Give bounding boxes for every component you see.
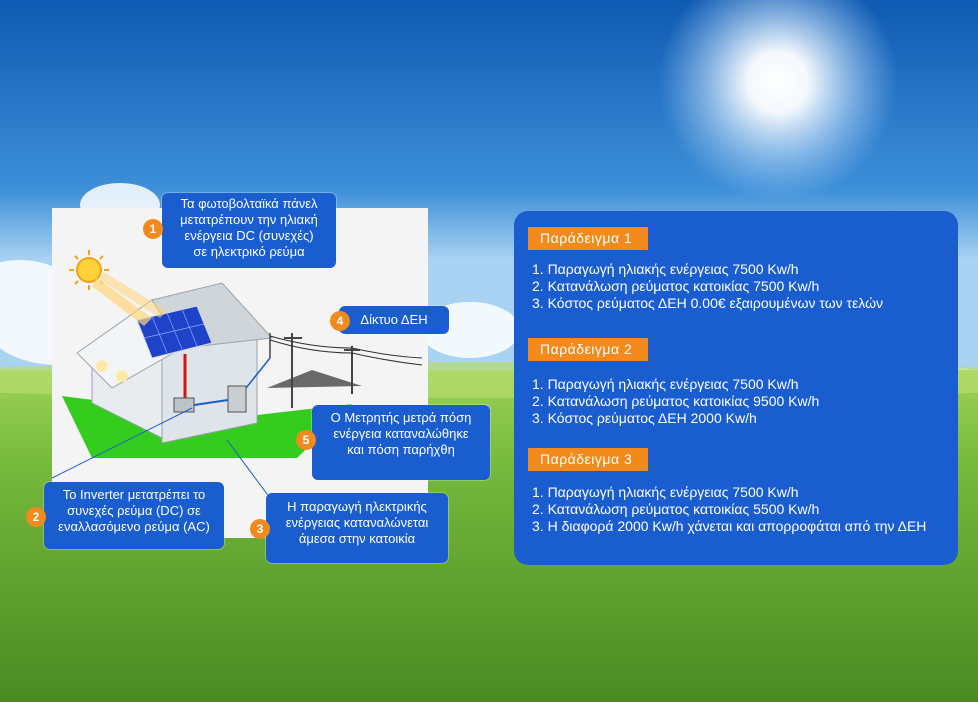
callout-line: ενέργεια DC (συνεχές)	[184, 228, 314, 243]
list-item: 2. Κατανάλωση ρεύματος κατοικίας 5500 Kw…	[532, 501, 820, 517]
callout-line: Τα φωτοβολταϊκά πάνελ	[180, 196, 318, 211]
callout-grid: Δίκτυο ΔΕΗ	[339, 306, 449, 334]
callout-line: Δίκτυο ΔΕΗ	[360, 312, 428, 327]
callout-inverter: To Inverter μετατρέπει το συνεχές ρεύμα …	[44, 482, 224, 549]
callout-line: εναλλασόμενο ρεύμα (AC)	[58, 519, 210, 534]
example-list: 1. Παραγωγή ηλιακής ενέργειας 7500 Kw/h …	[532, 261, 883, 312]
callout-solar-panels: Τα φωτοβολταϊκά πάνελ μετατρέπουν την ηλ…	[162, 193, 336, 268]
examples-panel: Παράδειγμα 1 1. Παραγωγή ηλιακής ενέργει…	[514, 211, 958, 565]
list-item: 3. Κόστος ρεύματος ΔΕΗ 2000 Kw/h	[532, 410, 757, 426]
callout-line: άμεσα στην κατοικία	[298, 531, 416, 546]
callout-consumption: Η παραγωγή ηλεκτρικής ενέργειας καταναλώ…	[266, 493, 448, 563]
list-item: 1. Παραγωγή ηλιακής ενέργειας 7500 Kw/h	[532, 484, 799, 500]
list-item: 3. Η διαφορά 2000 Kw/h χάνεται και απορρ…	[532, 518, 927, 534]
list-item: 3. Κόστος ρεύματος ΔΕΗ 0.00€ εξαιρουμένω…	[532, 295, 884, 311]
list-item: 1. Παραγωγή ηλιακής ενέργειας 7500 Kw/h	[532, 376, 799, 392]
house-illustration	[52, 250, 423, 499]
callout-number-badge: 5	[296, 430, 316, 450]
example-title: Παράδειγμα 2	[528, 338, 649, 361]
example-list: 1. Παραγωγή ηλιακής ενέργειας 7500 Kw/h …	[532, 484, 946, 535]
list-item: 1. Παραγωγή ηλιακής ενέργειας 7500 Kw/h	[532, 261, 799, 277]
callout-number-badge: 2	[26, 507, 46, 527]
list-item: 2. Κατανάλωση ρεύματος κατοικίας 7500 Kw…	[532, 278, 820, 294]
example-title: Παράδειγμα 3	[528, 448, 649, 471]
callout-line: ενέργεια καταναλώθηκε	[333, 426, 469, 441]
callout-number-badge: 3	[250, 519, 270, 539]
callout-number-badge: 1	[143, 219, 163, 239]
callout-number-badge: 4	[330, 311, 350, 331]
callout-meter: Ο Μετρητής μετρά πόση ενέργεια καταναλώθ…	[312, 405, 490, 480]
example-title: Παράδειγμα 1	[528, 227, 649, 250]
example-list: 1. Παραγωγή ηλιακής ενέργειας 7500 Kw/h …	[532, 376, 819, 427]
callout-line: συνεχές ρεύμα (DC) σε	[67, 503, 201, 518]
list-item: 2. Κατανάλωση ρεύματος κατοικίας 9500 Kw…	[532, 393, 820, 409]
callout-line: μετατρέπουν την ηλιακή	[180, 212, 318, 227]
solar-house-diagram	[52, 208, 428, 538]
callout-line: και πόση παρήχθη	[347, 442, 455, 457]
callout-line: ενέργειας καταναλώνεται	[285, 515, 429, 530]
callout-line: Η παραγωγή ηλεκτρικής	[287, 499, 427, 514]
callout-line: σε ηλεκτρικό ρεύμα	[193, 244, 305, 259]
callout-line: Ο Μετρητής μετρά πόση	[330, 410, 472, 425]
callout-line: To Inverter μετατρέπει το	[62, 487, 206, 502]
